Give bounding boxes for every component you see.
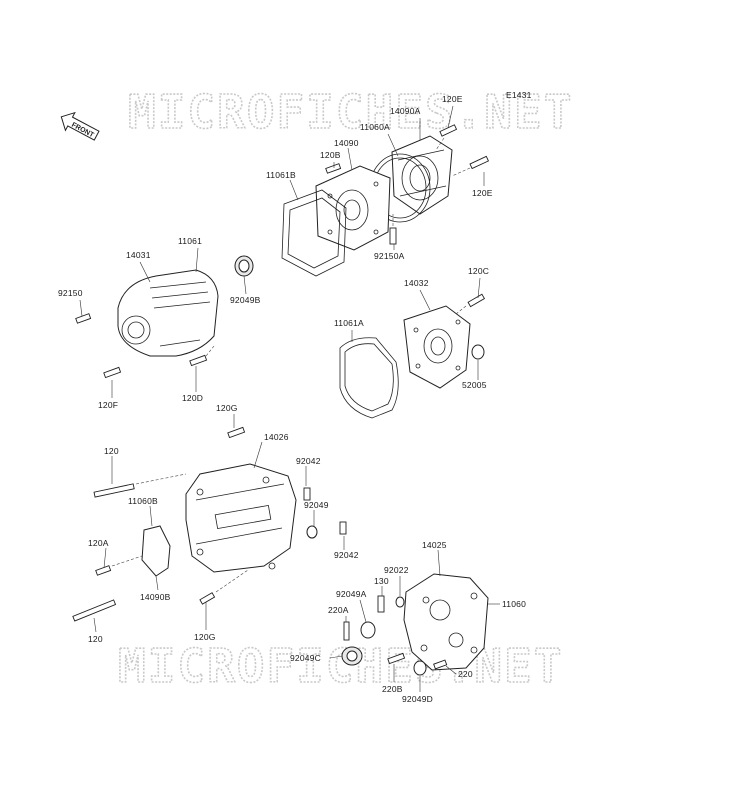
label-92022: 92022: [384, 565, 409, 575]
label-92049C: 92049C: [290, 653, 321, 663]
label-14031: 14031: [126, 250, 151, 260]
label-120G-b: 120G: [194, 632, 216, 642]
bolt-120E-b: [451, 155, 490, 177]
label-120A: 120A: [88, 538, 109, 548]
label-130: 130: [374, 576, 389, 586]
part-92022-washer: [395, 596, 405, 608]
bolt-120F: [103, 366, 122, 379]
label-120E-b: 120E: [472, 188, 493, 198]
label-120G-a: 120G: [216, 403, 238, 413]
label-11060: 11060: [502, 599, 526, 609]
label-120D: 120D: [182, 393, 203, 403]
bolt-120D: [189, 345, 215, 367]
bolt-120G-a: [227, 426, 246, 439]
part-11061A-gasket: [339, 337, 399, 419]
bolt-120-b: [72, 599, 117, 622]
part-14090-cover: [315, 165, 391, 251]
part-14025-cover: [403, 573, 489, 671]
label-14090A: 14090A: [390, 106, 421, 116]
bolt-220A: [343, 621, 350, 641]
label-220A: 220A: [328, 605, 349, 615]
label-92049A: 92049A: [336, 589, 367, 599]
part-92049D-seal: [413, 660, 427, 676]
diagram-code: E1431: [506, 90, 532, 100]
label-120-b: 120: [88, 634, 103, 644]
part-11061B-gasket: [281, 189, 347, 277]
part-11060B-gasket: [141, 525, 171, 577]
bolt-120E-a: [435, 124, 458, 151]
label-92150: 92150: [58, 288, 83, 298]
part-14031-cover: [117, 269, 219, 357]
bolt-120B: [325, 163, 342, 174]
part-92042-pin-b: [339, 521, 347, 535]
label-120-a: 120: [104, 446, 119, 456]
label-120E-a: 120E: [442, 94, 463, 104]
part-92042-pin-a: [303, 487, 311, 501]
bolt-120A: [95, 555, 143, 576]
label-220: 220: [458, 669, 473, 679]
label-120B: 120B: [320, 150, 341, 160]
label-120F: 120F: [98, 400, 118, 410]
front-arrow-icon: FRONT: [60, 111, 100, 141]
label-52005: 52005: [462, 380, 487, 390]
label-14025: 14025: [422, 540, 447, 550]
part-14026-cover: [185, 463, 297, 573]
label-11061: 11061: [178, 236, 202, 246]
label-92049D: 92049D: [402, 694, 433, 704]
label-11060A: 11060A: [360, 122, 390, 132]
label-92042-b: 92042: [334, 550, 359, 560]
label-92042-a: 92042: [296, 456, 321, 466]
label-220B: 220B: [382, 684, 403, 694]
bolt-130: [377, 595, 385, 613]
label-92049: 92049: [304, 500, 329, 510]
part-14090A-cover: [391, 135, 453, 215]
part-92049C-seal: [341, 646, 363, 666]
label-14032: 14032: [404, 278, 429, 288]
part-92049B-seal: [234, 255, 254, 277]
label-120C: 120C: [468, 266, 489, 276]
label-92049B: 92049B: [230, 295, 261, 305]
label-14090B: 14090B: [140, 592, 171, 602]
bolt-120-a: [93, 473, 187, 498]
label-11060B: 11060B: [128, 496, 158, 506]
part-14032-cover: [403, 305, 471, 389]
bolt-220: [433, 659, 448, 670]
leader-lines: [79, 105, 500, 692]
part-92049-seal: [306, 525, 318, 539]
bolt-120C: [455, 293, 486, 315]
bolt-120G-b: [199, 569, 249, 605]
label-11061A: 11061A: [334, 318, 364, 328]
label-14026: 14026: [264, 432, 289, 442]
part-92049A-seal: [360, 621, 376, 639]
label-92150A: 92150A: [374, 251, 405, 261]
label-11061B: 11061B: [266, 170, 296, 180]
bolt-92150: [75, 313, 92, 324]
bolt-220B: [387, 652, 406, 665]
part-52005-plug: [471, 344, 485, 360]
bolt-92150A: [389, 214, 397, 245]
watermark-bottom: MICROFICHES.NET: [118, 639, 563, 693]
watermark-top: MICROFICHES.NET: [128, 85, 573, 139]
label-14090: 14090: [334, 138, 359, 148]
